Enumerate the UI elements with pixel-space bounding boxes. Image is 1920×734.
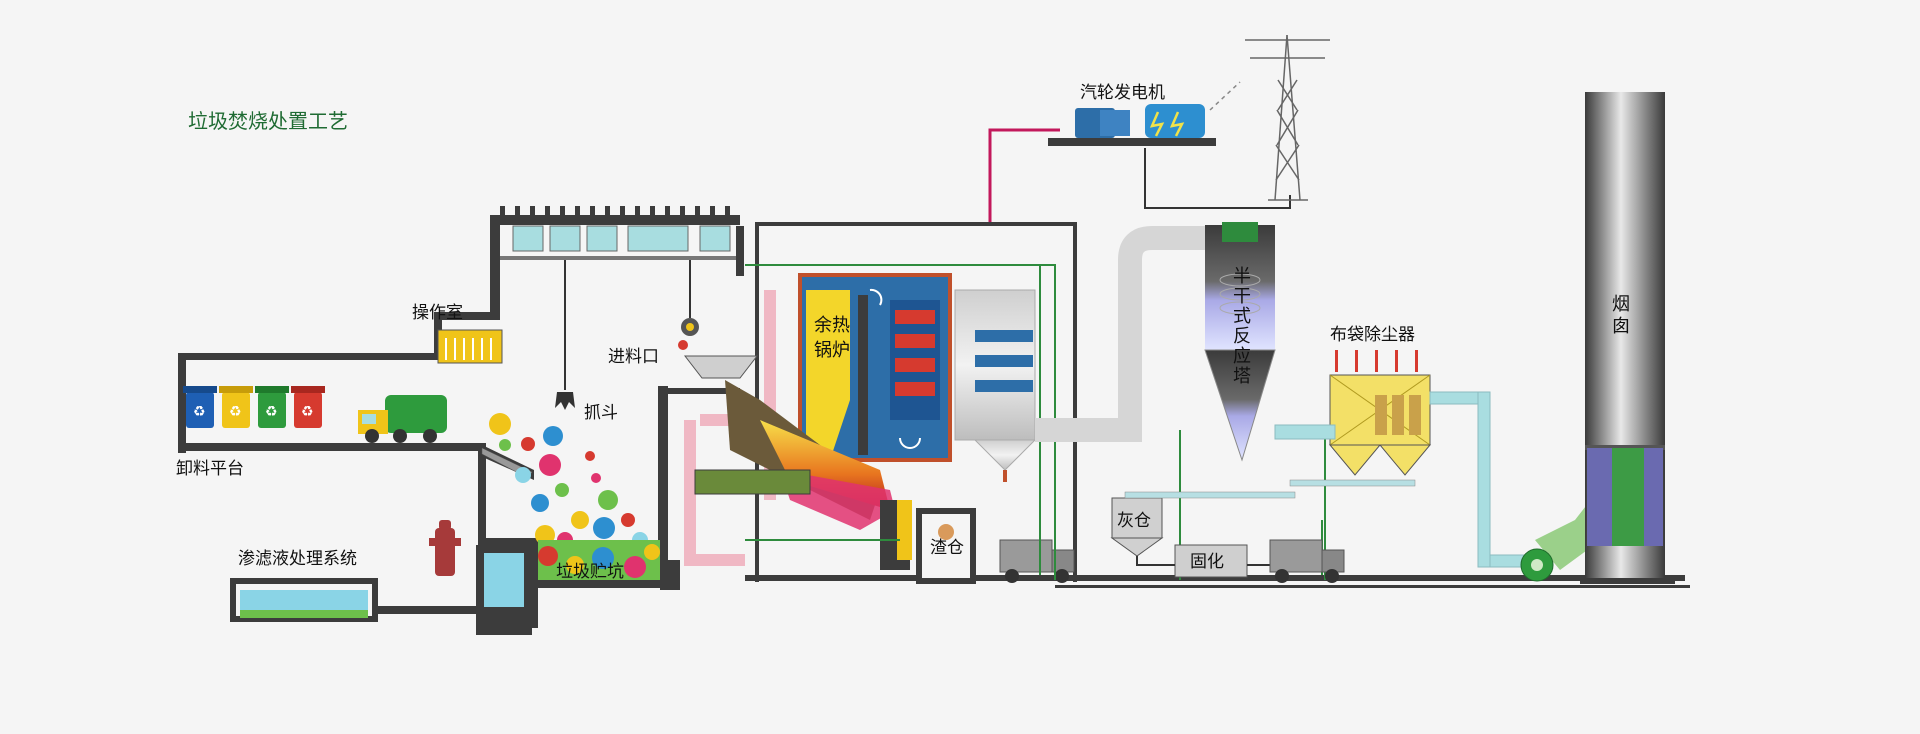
unloading-platform-label: 卸料平台	[176, 459, 244, 479]
generator-label: 汽轮发电机	[1080, 83, 1165, 103]
turbine-generator	[1048, 104, 1216, 146]
svg-text:反: 反	[1233, 326, 1251, 347]
chimney	[1580, 92, 1675, 584]
ash-line	[1136, 556, 1270, 566]
ash-bin	[1110, 497, 1164, 557]
chimney-label-2: 囱	[1612, 316, 1630, 337]
waste-heat-boiler	[798, 273, 952, 462]
hydrant-icon	[429, 520, 461, 576]
reactor-label: 半 干 式 反 应 塔	[1233, 266, 1251, 387]
svg-text:塔: 塔	[1233, 366, 1251, 387]
baghouse-label: 布袋除尘器	[1330, 325, 1415, 345]
bin-yellow: ♻	[219, 386, 253, 428]
svg-text:应: 应	[1233, 346, 1251, 367]
svg-text:半: 半	[1233, 266, 1251, 287]
garbage-pit-label: 垃圾贮坑	[556, 562, 624, 582]
chimney-label-1: 烟	[1612, 294, 1630, 315]
baghouse-filter	[1328, 350, 1432, 476]
boiler-label-1: 余热	[814, 315, 850, 336]
crane-grab	[555, 260, 699, 410]
ash-bin-label: 灰仓	[1117, 511, 1151, 531]
slag-truck	[999, 539, 1075, 583]
svg-text:式: 式	[1233, 306, 1251, 327]
solidify-label: 固化	[1190, 552, 1224, 572]
clean-gas-duct	[1274, 391, 1526, 568]
diagram-title: 垃圾焚烧处置工艺	[188, 109, 348, 133]
power-line	[988, 128, 1060, 222]
slag-bin	[916, 508, 976, 584]
garbage-pit	[538, 540, 660, 580]
recycle-icon: ♻	[301, 404, 314, 420]
sorting-bins: ♻ ♻ ♻ ♻	[183, 386, 325, 428]
bin-green: ♻	[255, 386, 289, 428]
dash-line	[1209, 81, 1241, 111]
bin-red: ♻	[291, 386, 325, 428]
grid-line	[1144, 148, 1291, 209]
feed-hopper	[660, 355, 759, 394]
ground-line	[1055, 585, 1690, 588]
garbage-truck	[358, 395, 447, 443]
garbage-pile	[489, 413, 648, 548]
semi-dry-reactor	[1204, 222, 1276, 462]
control-room-label: 操作室	[412, 303, 463, 323]
leachate-label: 渗滤液处理系统	[238, 549, 357, 569]
power-pylon-icon	[1245, 34, 1330, 201]
ash-truck	[1269, 539, 1345, 583]
feed-inlet-label: 进料口	[608, 347, 659, 367]
solidify-unit	[1174, 544, 1248, 578]
leachate-system	[230, 545, 532, 635]
recycle-icon: ♻	[229, 404, 242, 420]
boiler-label-2: 锅炉	[814, 340, 850, 361]
control-room	[437, 329, 503, 364]
recycle-icon: ♻	[193, 404, 206, 420]
flue-duct	[954, 226, 1220, 482]
svg-text:干: 干	[1233, 286, 1251, 307]
bin-blue: ♻	[183, 386, 217, 428]
recycle-icon: ♻	[265, 404, 278, 420]
furnace-grate	[694, 380, 912, 570]
slag-bin-label: 渣仓	[930, 538, 964, 558]
ash-ducts	[1124, 479, 1416, 499]
grab-label: 抓斗	[584, 403, 618, 423]
